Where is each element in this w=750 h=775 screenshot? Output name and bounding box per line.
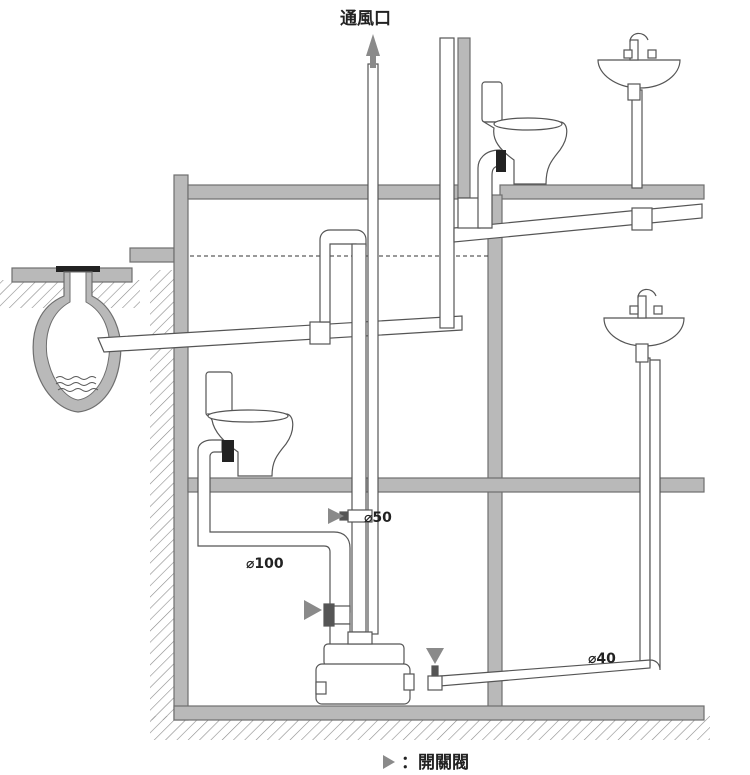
vent-arrow-stem — [370, 54, 376, 68]
upper-toilet-drop — [457, 197, 481, 229]
left-wall — [173, 174, 189, 721]
vent-arrow — [366, 34, 380, 56]
pipes — [97, 37, 703, 687]
upper-drain-joint — [631, 207, 653, 231]
vent-label: 通風口 — [340, 9, 391, 29]
basement-floor — [173, 705, 705, 721]
legend-text: 開關閥 — [418, 753, 469, 773]
d40-pipe — [439, 359, 661, 687]
valve-100 — [323, 603, 335, 627]
sewer — [32, 266, 122, 413]
upper-sink-drain — [631, 89, 643, 189]
valve-marker-50 — [328, 508, 344, 524]
legend: ：開關閥 — [383, 748, 469, 773]
lower-sink-drain — [639, 357, 651, 667]
upper-shaft-wall — [457, 37, 471, 199]
legend-separator: ： — [401, 753, 418, 773]
valve-legend-icon — [383, 755, 395, 769]
lower-toilet — [205, 371, 294, 477]
valve-marker-100 — [304, 600, 322, 620]
upper-slab — [187, 184, 459, 200]
upper-slab-right — [499, 184, 705, 200]
upper-toilet — [481, 81, 568, 185]
d100-pipe — [197, 439, 351, 613]
pipe-100-label: ⌀100 — [246, 556, 284, 572]
valve-markers — [304, 508, 444, 664]
middle-slab — [187, 477, 705, 493]
valve-40 — [427, 665, 443, 691]
lower-sink — [603, 288, 685, 363]
upper-sink — [597, 32, 681, 101]
drain-joint-1 — [309, 321, 331, 345]
manhole-cover — [56, 266, 100, 272]
pipe-50-label: ⌀50 — [364, 510, 392, 526]
ground-step — [129, 247, 175, 263]
pump-unit — [315, 631, 415, 705]
main-stack — [439, 37, 455, 329]
valve-marker-40 — [426, 648, 444, 664]
building-structure — [11, 37, 705, 721]
pipe-40-label: ⌀40 — [588, 651, 616, 667]
vent-pipe — [367, 63, 379, 635]
interior-column — [487, 194, 503, 721]
